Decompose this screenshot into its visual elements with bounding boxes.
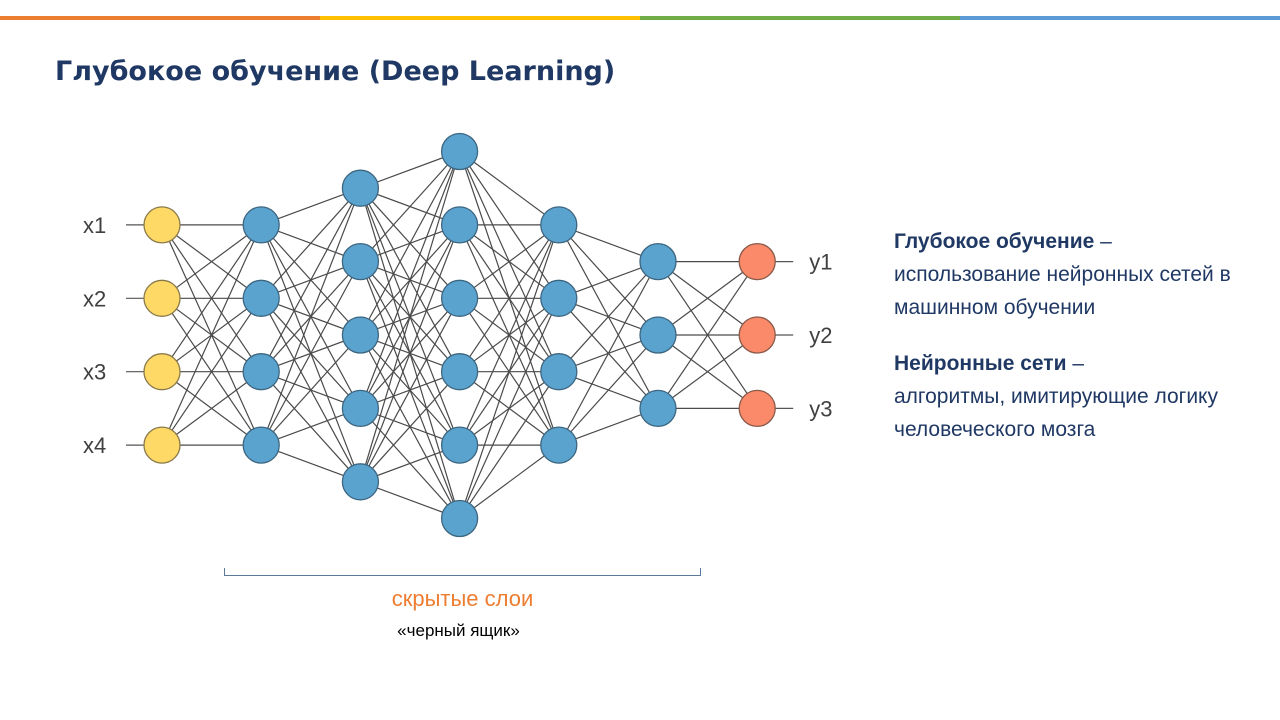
accent-bar: [0, 16, 1280, 20]
black-box-label: «черный ящик»: [397, 621, 520, 640]
connection-line: [459, 371, 560, 519]
output-label: y2: [809, 323, 832, 348]
connection-line: [558, 334, 659, 446]
connection-line: [459, 151, 560, 226]
neurons: [143, 132, 776, 538]
connection-line: [657, 261, 758, 409]
hidden-neuron: [540, 206, 578, 244]
definition-text: использование нейронных сетей в машинном…: [894, 263, 1231, 319]
connection-line: [359, 371, 461, 483]
hidden-layers-bracket: [224, 568, 701, 576]
connection-line: [657, 261, 758, 336]
definition-term: Нейронные сети: [894, 352, 1067, 375]
connection-line: [260, 261, 361, 446]
definition-deep-learning: Глубокое обучение – использование нейрон…: [894, 225, 1264, 324]
hidden-neuron: [639, 316, 677, 354]
hidden-neuron: [440, 353, 479, 391]
hidden-neuron: [341, 316, 380, 354]
connection-line: [459, 224, 560, 519]
connection-line: [260, 187, 361, 446]
connection-line: [260, 187, 361, 372]
connection-line: [459, 224, 560, 446]
hidden-neuron: [540, 353, 578, 391]
connection-line: [260, 334, 361, 446]
connection-line: [558, 261, 659, 373]
output-neuron: [738, 389, 776, 428]
hidden-layers-label: скрытые слои: [391, 586, 534, 611]
hidden-neuron: [440, 132, 479, 171]
hidden-neuron: [639, 242, 677, 281]
input-neuron: [143, 353, 181, 391]
definitions-panel: Глубокое обучение – использование нейрон…: [894, 225, 1264, 469]
connection-line: [359, 151, 461, 409]
connection-line: [161, 224, 262, 446]
hidden-neuron: [341, 463, 380, 501]
connection-line: [459, 224, 560, 373]
input-neuron: [143, 426, 181, 464]
connection-line: [558, 261, 659, 446]
output-label: y1: [809, 250, 832, 275]
input-label: x4: [83, 433, 106, 458]
output-neuron: [738, 242, 776, 281]
connection-line: [459, 298, 560, 519]
hidden-neuron: [639, 389, 677, 428]
hidden-neuron: [242, 279, 280, 317]
connection-line: [161, 224, 262, 299]
connection-line: [359, 151, 461, 482]
input-neuron: [143, 206, 181, 244]
hidden-neuron: [540, 279, 578, 317]
hidden-neuron: [242, 206, 280, 244]
hidden-neuron: [242, 426, 280, 464]
definition-neural-networks: Нейронные сети – алгоритмы, имитирующие …: [894, 347, 1264, 446]
connection-line: [161, 371, 262, 446]
definition-text: алгоритмы, имитирующие логику человеческ…: [894, 385, 1218, 441]
slide-title: Глубокое обучение (Deep Learning): [55, 56, 616, 87]
hidden-neuron: [440, 279, 479, 317]
connection-line: [459, 444, 560, 519]
output-label: y3: [809, 396, 832, 421]
connection-line: [359, 224, 461, 483]
connection-line: [161, 297, 262, 446]
definition-dash: –: [1094, 230, 1112, 253]
hidden-neuron: [540, 426, 578, 464]
accent-segment-blue: [960, 16, 1280, 20]
input-neuron: [143, 279, 181, 317]
connection-line: [161, 224, 262, 373]
hidden-neuron: [242, 353, 280, 391]
connection-line: [359, 298, 461, 483]
connection-line: [359, 151, 461, 336]
hidden-neuron: [440, 426, 479, 464]
hidden-neuron: [440, 499, 479, 538]
connection-line: [459, 224, 560, 299]
io-labels: x1 x2 x3 x4 y1 y2 y3: [83, 213, 832, 458]
hidden-neuron: [341, 389, 380, 428]
input-label: x2: [83, 286, 106, 311]
accent-segment-yellow: [320, 16, 640, 20]
accent-segment-green: [640, 16, 960, 20]
connection-line: [657, 334, 758, 409]
input-label: x3: [83, 360, 106, 385]
hidden-neuron: [440, 206, 479, 244]
hidden-neuron: [341, 169, 380, 207]
hidden-neuron: [341, 242, 380, 281]
accent-segment-orange: [0, 16, 320, 20]
output-neuron: [738, 316, 776, 354]
definition-term: Глубокое обучение: [894, 230, 1095, 253]
connection-line: [260, 187, 361, 299]
connection-line: [359, 151, 461, 263]
definition-dash: –: [1066, 352, 1085, 375]
input-label: x1: [83, 213, 106, 238]
